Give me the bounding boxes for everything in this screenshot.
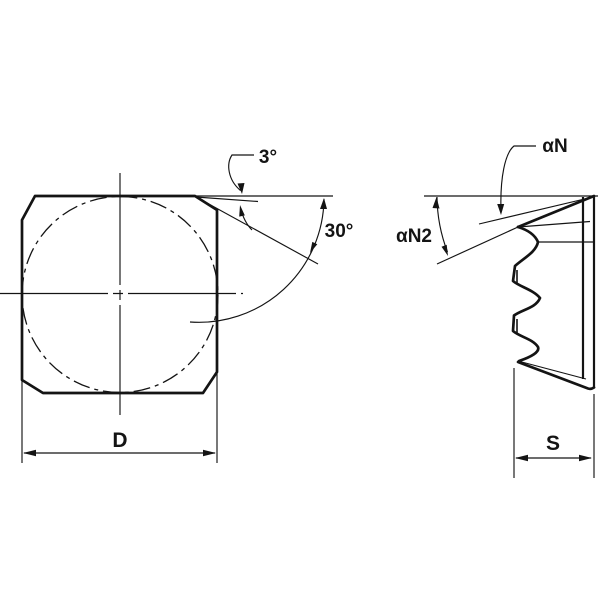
alpha-n2-arrow-top [432,197,440,209]
label-secondary-clearance-angle: αN2 [396,226,432,247]
dimension-D [21,373,218,463]
front-view [0,154,333,463]
angle-3-arrow-upper [237,183,245,194]
chamfer-30deg-line [196,196,319,265]
alpha-n-line [478,196,594,225]
facet-3deg-line [195,196,259,203]
angle-30-arrow-bottom [310,241,318,253]
s-arrow-right [579,454,592,462]
d-arrow-right [203,449,216,457]
serrated-edge [511,225,542,363]
label-corner-angle: 30° [325,221,354,242]
alpha-n-annotation [497,145,536,215]
angle-3-annotation [228,154,254,231]
label-diameter: D [112,429,127,452]
top-face-back-edge [517,220,591,228]
bottom-face-edge-thin [517,360,587,380]
angle-30-arc [189,198,325,323]
top-face-line [516,194,596,229]
alpha-n2-arrow-bottom [441,244,448,256]
side-view [424,145,598,478]
label-thickness: S [546,432,560,455]
label-clearance-angle: αN [542,136,567,157]
s-arrow-left [515,454,528,462]
bottom-face-line [516,360,596,391]
angle-30-annotation [189,198,327,323]
alpha-n-arrow [497,204,505,215]
d-arrow-left [23,449,36,457]
angle-3-arrow-lower [239,205,245,217]
alpha-n2-line [436,226,519,265]
angle-3-leader [228,154,254,191]
label-facet-angle: 3° [259,147,277,168]
alpha-n-leader [500,145,536,211]
angle-30-arrow-top [320,198,327,209]
alpha-n2-annotation [432,196,449,256]
dimension-S [513,368,595,478]
